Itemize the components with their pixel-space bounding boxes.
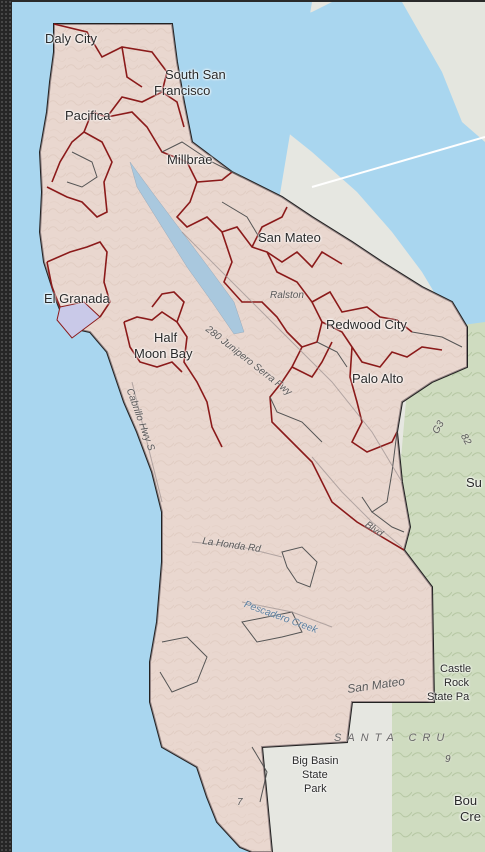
label-san-mateo: San Mateo [258, 230, 321, 245]
label-el-granada: El Granada [44, 291, 110, 306]
reservoir [129, 161, 245, 335]
east-land-top [402, 2, 485, 142]
label-francisco: Francisco [154, 83, 211, 98]
label-redwood-city: Redwood City [326, 317, 407, 332]
map-canvas[interactable] [12, 2, 485, 852]
label-pacifica: Pacifica [65, 108, 111, 123]
label-state: State [302, 769, 328, 781]
label-sunnyvale: Su [466, 475, 482, 490]
hwy-7-marker: 7 [237, 797, 243, 808]
label-state-park: State Pa [427, 691, 470, 703]
east-land-south [392, 322, 485, 852]
label-rock: Rock [444, 677, 470, 689]
label-south-san: South San [165, 67, 226, 82]
label-daly-city: Daly City [45, 31, 98, 46]
hwy-9-shield: 9 [445, 754, 451, 765]
label-moon-bay: Moon Bay [134, 346, 193, 361]
county-tint [40, 24, 467, 852]
label-palo-alto: Palo Alto [352, 371, 404, 386]
label-creek: Cre [460, 809, 481, 824]
label-big-basin: Big Basin [292, 755, 339, 767]
sf-bay [222, 2, 485, 332]
road-ralston: Ralston [270, 290, 304, 301]
pillar-point-harbor [56, 301, 101, 339]
district-boundaries [46, 23, 443, 551]
label-boulder: Bou [454, 793, 478, 808]
subdistrict-outlines [66, 141, 463, 803]
label-castle: Castle [440, 663, 472, 675]
label-half: Half [154, 330, 178, 345]
label-millbrae: Millbrae [167, 152, 213, 167]
map-view[interactable]: Daly City South San Francisco Pacifica M… [12, 2, 485, 852]
roads [131, 231, 403, 628]
label-santa-cruz: SANTA CRU [334, 732, 451, 744]
label-park: Park [304, 783, 327, 795]
screen-bezel [0, 0, 12, 852]
